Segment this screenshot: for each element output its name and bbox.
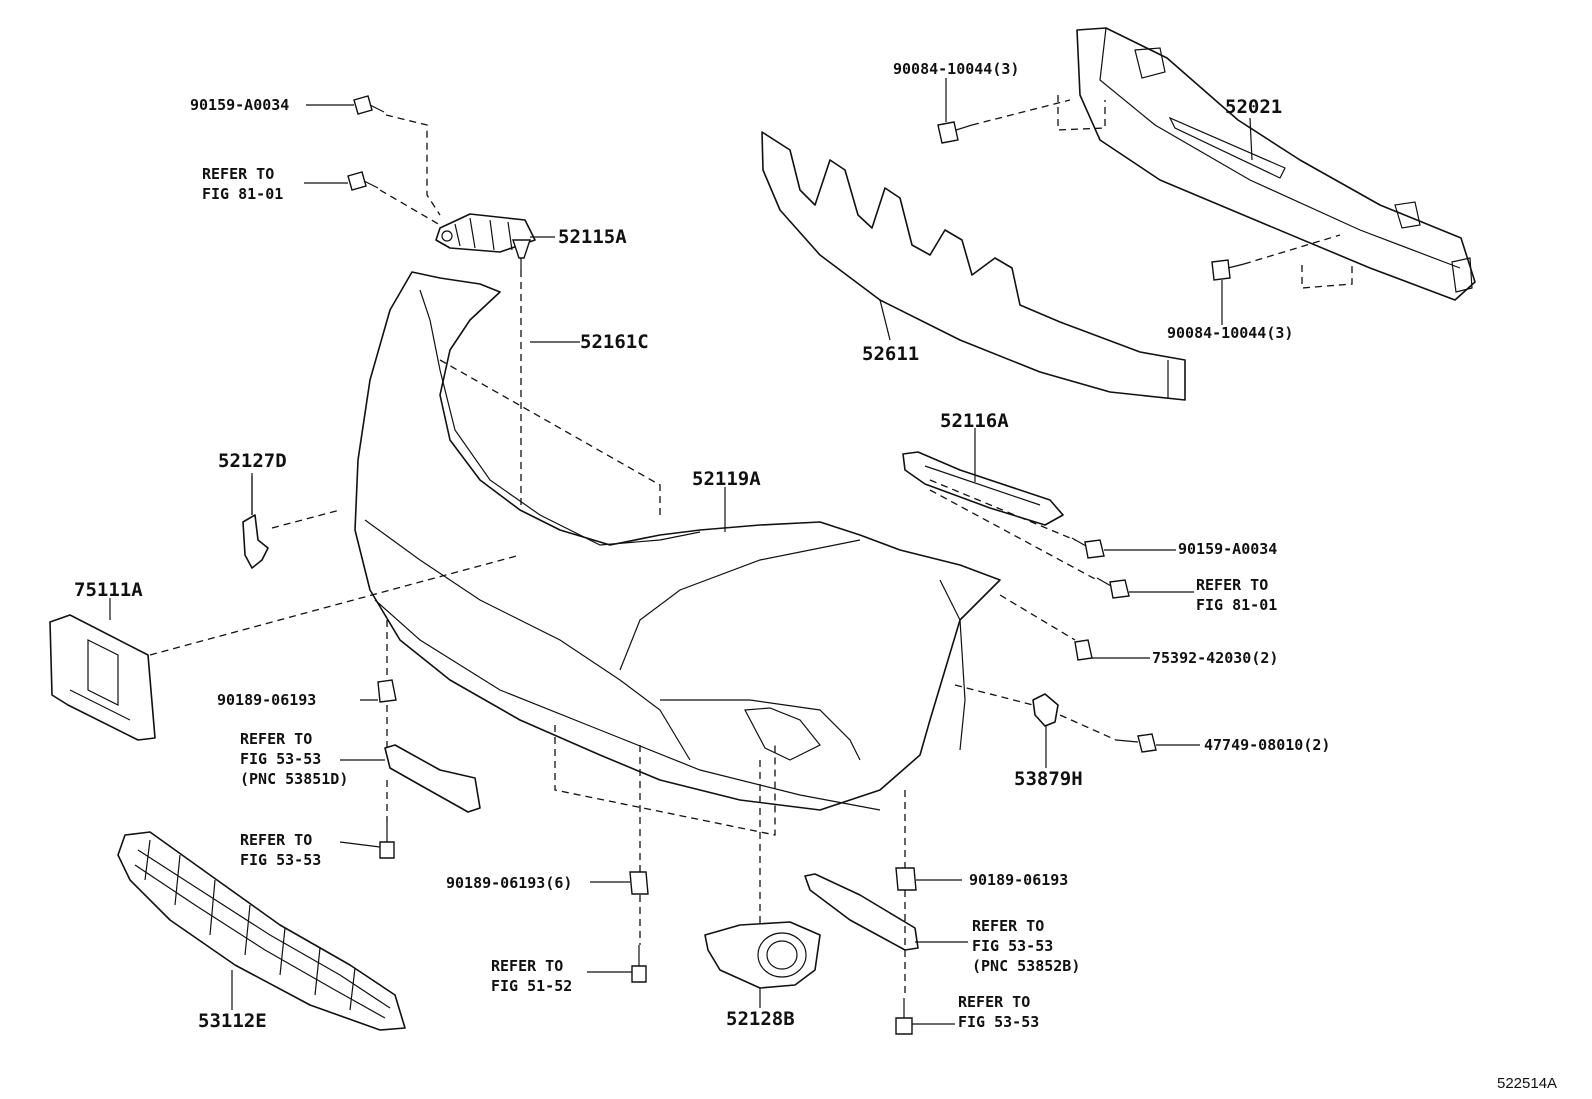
label-52161c: 52161C bbox=[580, 331, 649, 353]
refer-line: FIG 53-53 bbox=[240, 851, 322, 869]
label-52116a: 52116A bbox=[940, 410, 1009, 432]
refer-line: REFER TO bbox=[491, 957, 564, 975]
refer-line: REFER TO bbox=[958, 993, 1031, 1011]
fastener-bolts bbox=[347, 95, 1245, 1035]
refer-line: FIG 81-01 bbox=[1196, 596, 1278, 614]
refer-line: (PNC 53852B) bbox=[972, 957, 1081, 975]
refer-to-fig-53-53-right: REFER TO FIG 53-53 bbox=[958, 992, 1039, 1032]
refer-line: REFER TO bbox=[202, 165, 275, 183]
refer-to-fig-53-53-pnc-53851d: REFER TO FIG 53-53 (PNC 53851D) bbox=[240, 729, 348, 789]
bracket-53852b bbox=[804, 873, 919, 951]
refer-line: FIG 51-52 bbox=[491, 977, 573, 995]
label-52119a: 52119A bbox=[692, 468, 761, 490]
label-90189-06193-center: 90189-06193(6) bbox=[446, 874, 573, 892]
refer-line: FIG 53-53 bbox=[240, 750, 322, 768]
seal-53879h bbox=[1032, 693, 1059, 727]
label-90159-a0034-right: 90159-A0034 bbox=[1178, 540, 1278, 558]
assembly-lines bbox=[149, 99, 1341, 998]
label-52611: 52611 bbox=[862, 343, 920, 365]
bracket-52116a bbox=[902, 451, 1064, 526]
label-47749-08010: 47749-08010(2) bbox=[1204, 736, 1331, 754]
label-53879h: 53879H bbox=[1014, 768, 1083, 790]
refer-to-fig-81-01-right: REFER TO FIG 81-01 bbox=[1196, 575, 1277, 615]
label-53112e: 53112E bbox=[198, 1010, 267, 1032]
refer-to-fig-53-53-left: REFER TO FIG 53-53 bbox=[240, 830, 321, 870]
refer-line: REFER TO bbox=[240, 831, 313, 849]
label-75392-42030: 75392-42030(2) bbox=[1152, 649, 1279, 667]
fog-lamp-cover-52128b bbox=[704, 921, 821, 989]
label-75111a: 75111A bbox=[74, 579, 143, 601]
refer-line: REFER TO bbox=[1196, 576, 1269, 594]
bumper-reinforcement-52021 bbox=[1076, 27, 1476, 301]
grille-53112e bbox=[117, 831, 406, 1031]
label-52115a: 52115A bbox=[558, 226, 627, 248]
bumper-absorber-52611 bbox=[761, 131, 1186, 401]
refer-line: FIG 81-01 bbox=[202, 185, 284, 203]
label-52021: 52021 bbox=[1225, 96, 1283, 118]
label-52128b: 52128B bbox=[726, 1008, 795, 1030]
refer-line: REFER TO bbox=[972, 917, 1045, 935]
refer-to-fig-51-52: REFER TO FIG 51-52 bbox=[491, 956, 572, 996]
leader-lines bbox=[109, 78, 1253, 1025]
refer-to-fig-81-01-top: REFER TO FIG 81-01 bbox=[202, 164, 283, 204]
refer-line: (PNC 53851D) bbox=[240, 770, 349, 788]
label-52127d: 52127D bbox=[218, 450, 287, 472]
refer-line: REFER TO bbox=[240, 730, 313, 748]
illustration-code: 522514A bbox=[1497, 1075, 1558, 1092]
license-bracket-75111a bbox=[49, 614, 156, 741]
refer-line: FIG 53-53 bbox=[972, 937, 1054, 955]
label-90084-10044-bottom: 90084-10044(3) bbox=[1167, 324, 1294, 342]
bracket-53851d bbox=[384, 744, 481, 813]
refer-line: FIG 53-53 bbox=[958, 1013, 1040, 1031]
label-90189-06193-left: 90189-06193 bbox=[217, 691, 317, 709]
bumper-cover-52119a bbox=[354, 271, 1001, 811]
refer-to-fig-53-53-pnc-53852b: REFER TO FIG 53-53 (PNC 53852B) bbox=[972, 916, 1080, 976]
label-90084-10044-top: 90084-10044(3) bbox=[893, 60, 1020, 78]
label-90189-06193-right: 90189-06193 bbox=[969, 871, 1069, 889]
label-90159-a0034-top: 90159-A0034 bbox=[190, 96, 290, 114]
retainer-52127d bbox=[242, 476, 269, 569]
